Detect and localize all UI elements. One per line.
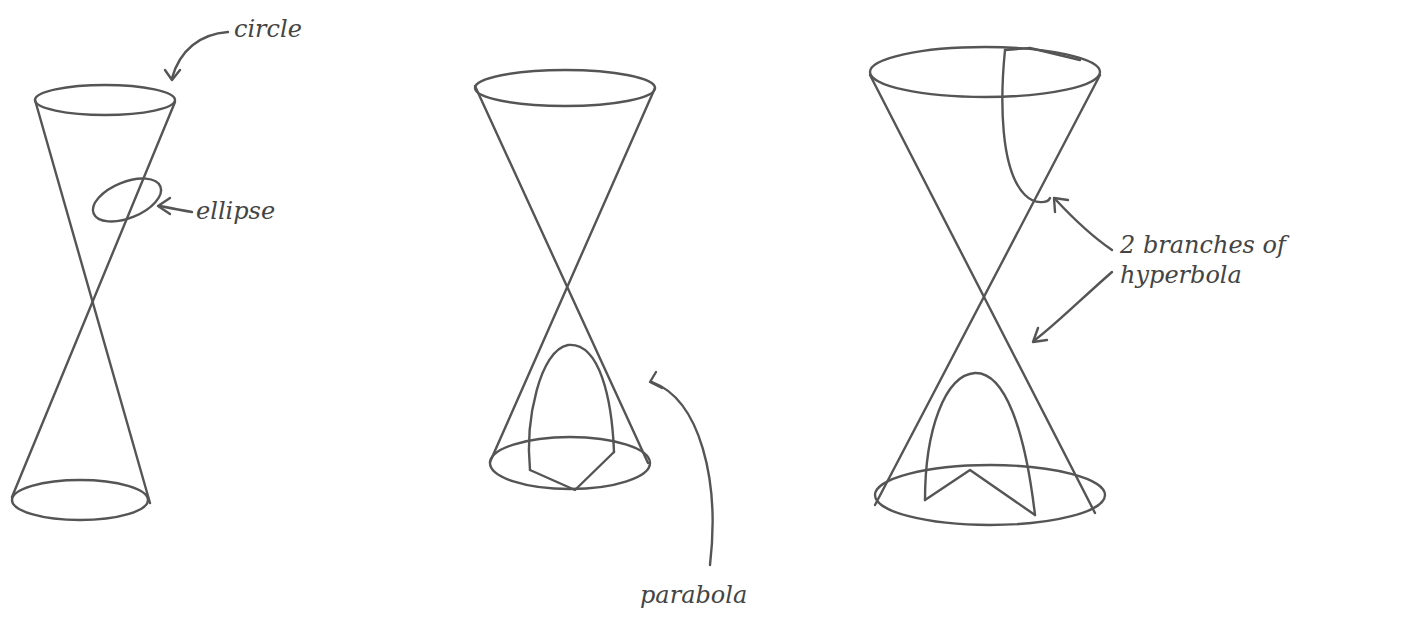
cone-edge [875,75,1100,505]
hyperbola-branch [925,373,1035,515]
cone-base [875,465,1105,525]
cone-edge [490,88,655,462]
section-chord [925,470,1035,515]
parabola-curve [529,345,614,470]
cone-edge [12,102,175,497]
leader-line [652,382,713,565]
hyperbola-branch [1002,50,1050,202]
cone-base [490,437,650,489]
ellipse-section [87,170,167,230]
cone-edge [870,75,1095,513]
section-chord [530,452,614,490]
conic-label: 2 branches of hyperbola [1120,230,1310,290]
arrowhead [1033,328,1047,342]
leader-line [1035,272,1112,340]
arrowhead [1054,198,1068,212]
section-chord [1005,48,1080,60]
double-cone [870,47,1105,525]
leader-line [1056,200,1112,250]
arrowhead [650,372,662,388]
conic-label: parabola [640,580,747,610]
cone-base [12,480,148,520]
circle-section [35,85,175,115]
cone-top [475,70,655,106]
double-cone [12,85,175,520]
cone-top [870,47,1100,97]
arrowhead [165,70,180,80]
double-cone [475,70,655,490]
conic-label: circle [234,14,302,44]
leader-arrows [158,32,1112,565]
arrowhead [158,198,170,214]
cone-edge [475,86,648,463]
conic-label: ellipse [196,196,275,226]
